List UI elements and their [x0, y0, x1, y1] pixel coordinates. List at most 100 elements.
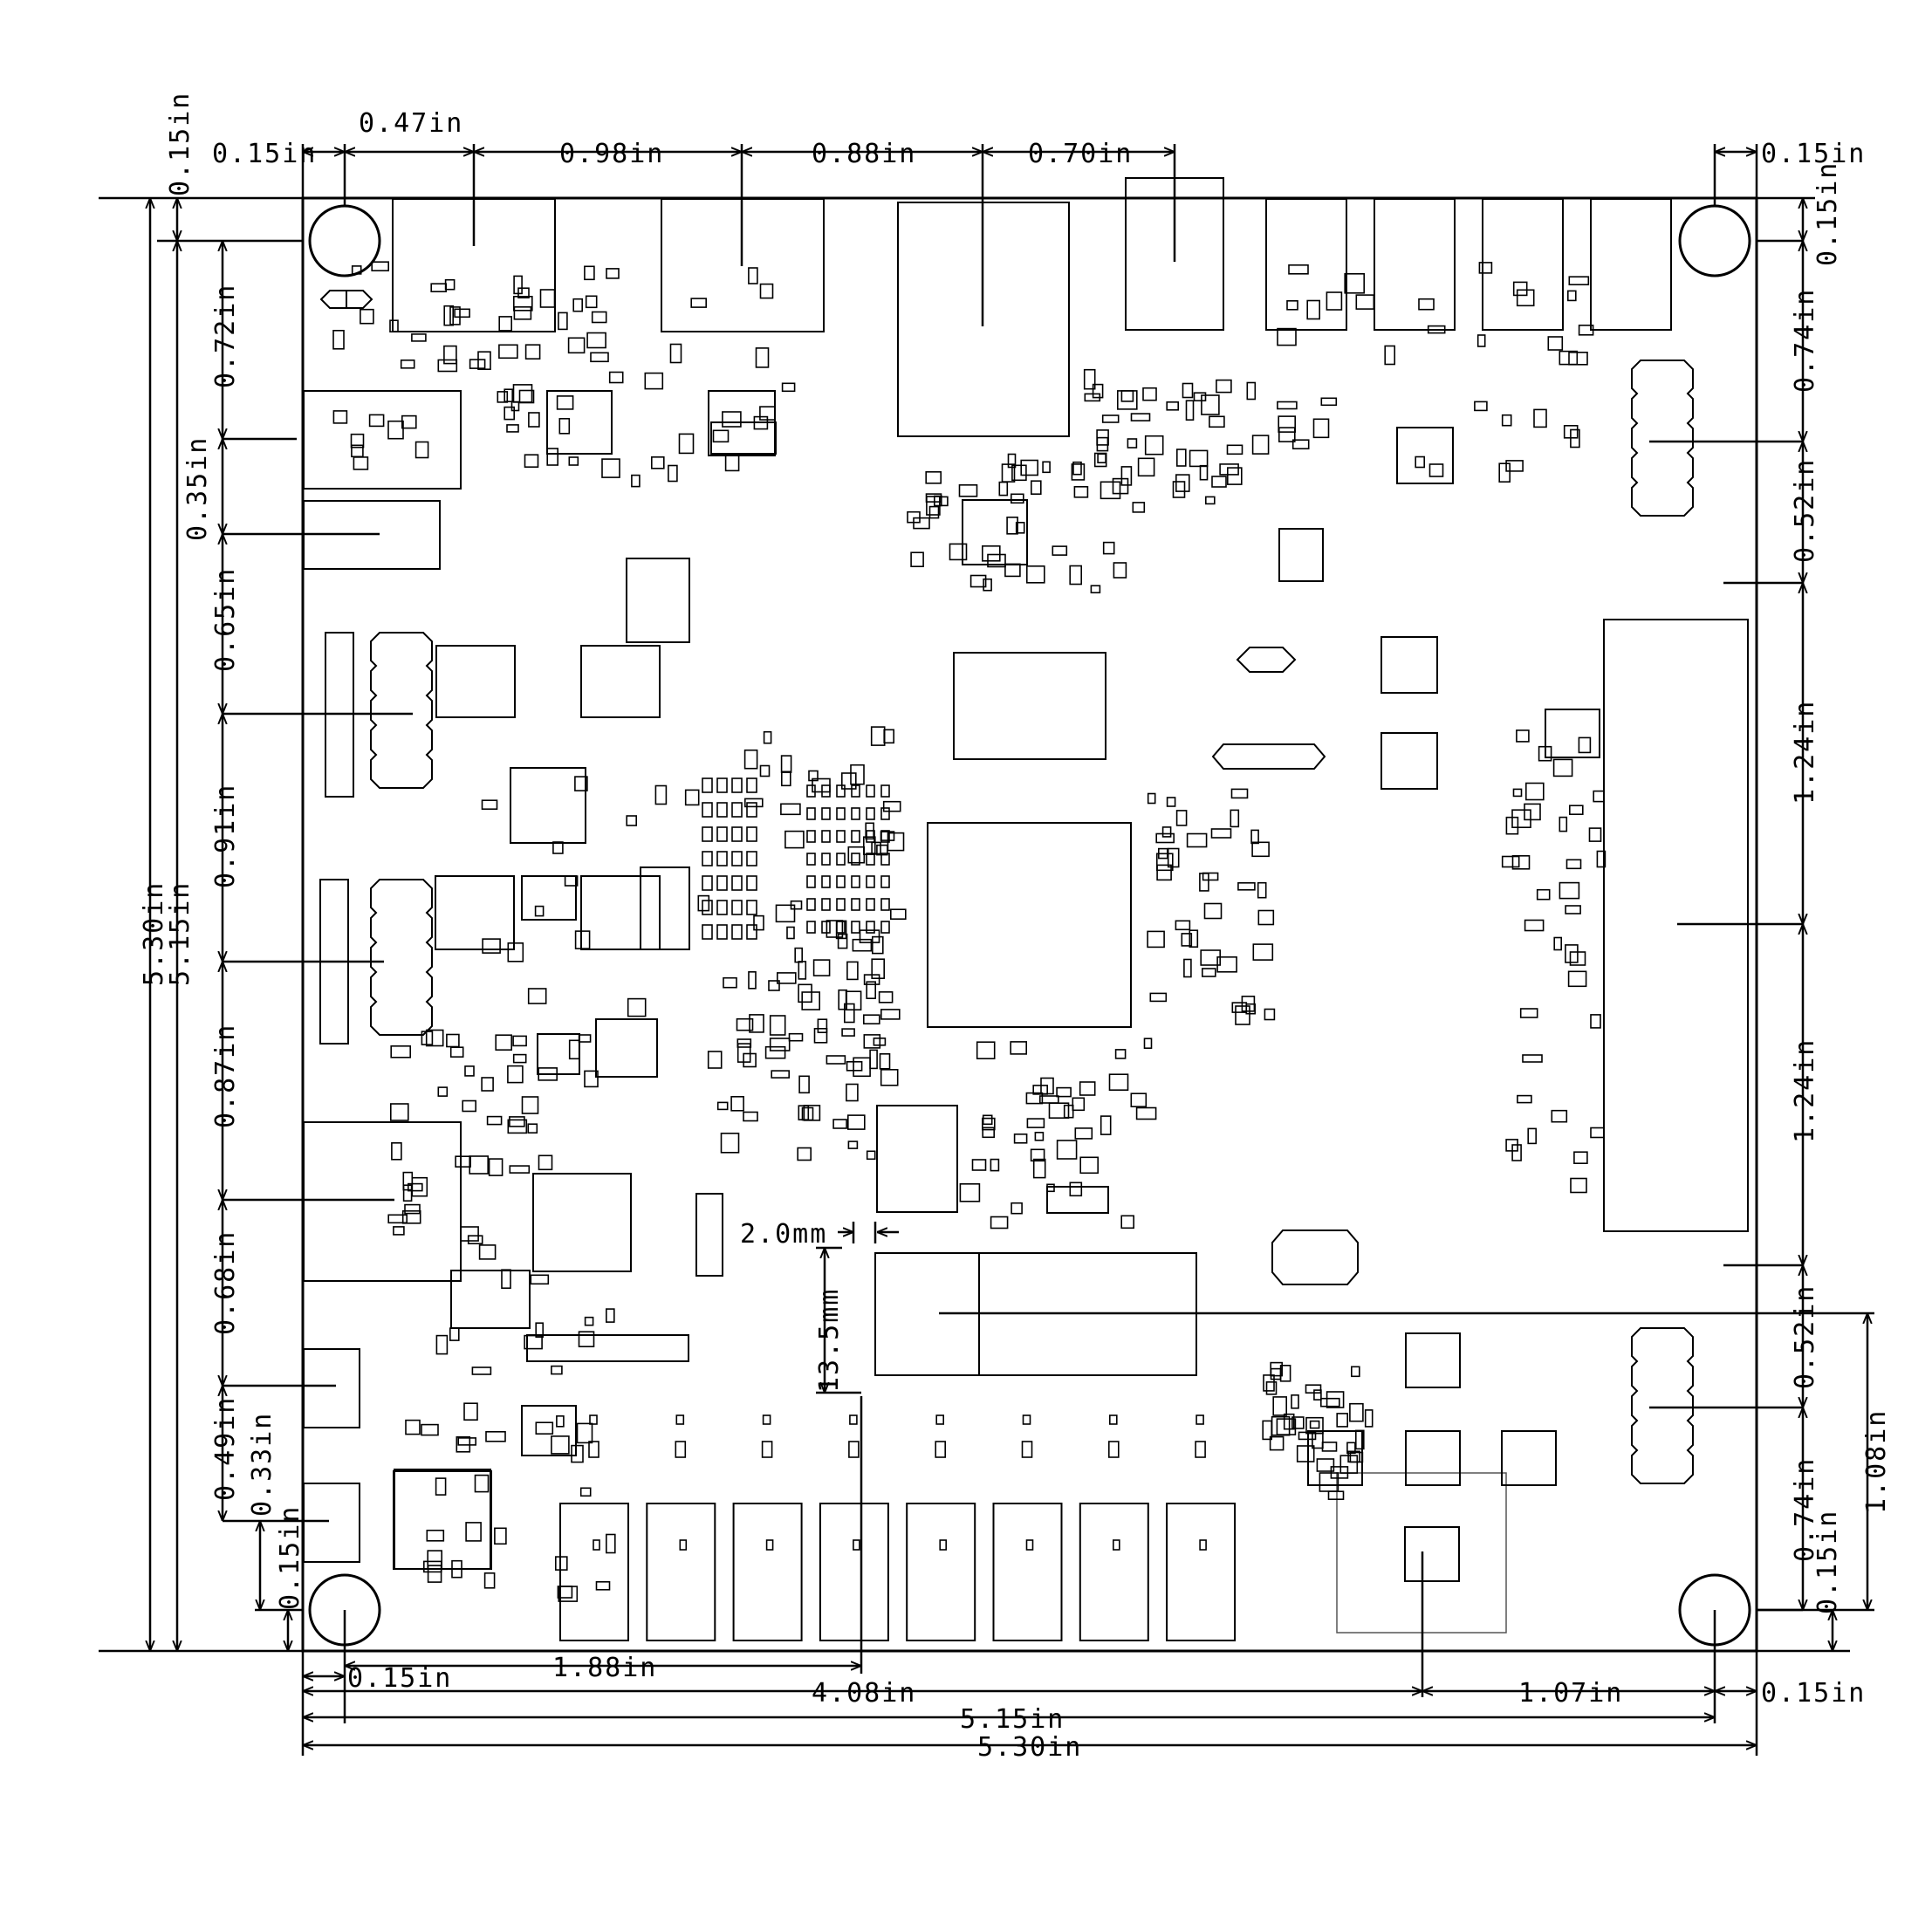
passive-grid-pad — [836, 898, 846, 911]
passive-grid-pad — [836, 921, 846, 934]
smd-pad — [1166, 401, 1179, 411]
smd-pad — [494, 1527, 507, 1545]
ic-block-20 — [435, 645, 516, 718]
bottom-slot — [819, 1503, 889, 1641]
slot-led — [848, 1441, 860, 1458]
smd-pad — [1291, 1416, 1305, 1429]
smd-pad — [454, 308, 470, 318]
smd-pad — [976, 1041, 996, 1059]
smd-pad — [1181, 933, 1193, 947]
smd-pad — [371, 261, 390, 272]
smd-pad — [853, 1057, 871, 1078]
smd-pad — [1120, 390, 1134, 402]
slot-led — [588, 1441, 599, 1458]
smd-pad — [1569, 805, 1584, 816]
smd-pad — [771, 1070, 791, 1079]
smd-pad — [1319, 1472, 1339, 1492]
smd-pad — [527, 1123, 538, 1134]
passive-grid-pad — [866, 898, 875, 911]
smd-pad — [1130, 413, 1151, 421]
slot-pin-mark — [593, 1539, 600, 1551]
smd-pad — [411, 333, 427, 342]
smd-pad — [535, 1322, 545, 1338]
smd-pad — [474, 1474, 490, 1493]
passive-grid-pad — [746, 875, 757, 891]
passive-grid-pad — [821, 853, 831, 866]
dimension-lines — [99, 144, 1874, 1756]
smd-pad — [578, 1034, 592, 1043]
passive-grid-pad — [702, 851, 713, 866]
dim-right-top-margin: 0.15in — [1812, 161, 1843, 266]
passive-grid-pad — [866, 853, 875, 866]
smd-pad — [567, 337, 586, 354]
smd-pad — [1034, 1132, 1045, 1141]
passive-grid-pad — [716, 851, 728, 866]
passive-grid-pad — [731, 826, 743, 842]
smd-pad — [1596, 850, 1607, 868]
smd-pad — [798, 1075, 810, 1094]
smd-pad — [949, 543, 968, 561]
smd-pad — [775, 904, 796, 923]
dim-right-seg-1: 0.74in — [1790, 288, 1820, 393]
smd-pad — [736, 1043, 751, 1063]
smd-pad — [538, 1154, 553, 1171]
smd-pad — [1569, 951, 1586, 966]
smd-pad — [668, 464, 678, 483]
smd-pad — [1230, 809, 1240, 828]
smd-pad — [1172, 481, 1186, 498]
smd-pad — [883, 729, 895, 744]
smd-pad — [1305, 1416, 1324, 1435]
smd-pad — [786, 926, 795, 940]
smd-pad — [1578, 736, 1592, 754]
smd-pad — [1326, 1391, 1345, 1408]
smd-pad — [768, 980, 780, 991]
smd-pad — [1264, 1008, 1276, 1021]
smd-pad — [1144, 435, 1164, 455]
smd-pad — [1527, 1127, 1537, 1145]
smd-pad — [467, 1235, 483, 1244]
passive-grid-pad — [821, 830, 831, 843]
smd-pad — [551, 1365, 563, 1375]
dim-bottom-offset: 1.88in — [552, 1653, 657, 1683]
smd-pad — [939, 496, 949, 507]
smd-pad — [449, 1327, 460, 1341]
smd-pad — [1418, 298, 1435, 311]
dim-bottom-right-margin: 0.15in — [1761, 1678, 1866, 1709]
smd-pad — [1552, 758, 1573, 777]
smd-pad — [469, 1155, 490, 1175]
dim-hole-span-horizontal: 5.15in — [960, 1704, 1065, 1735]
smd-pad — [481, 799, 498, 811]
smd-pad — [1112, 477, 1129, 495]
smd-pad — [1578, 324, 1594, 336]
bottom-slot — [1079, 1503, 1149, 1641]
smd-pad — [840, 772, 857, 790]
smd-pad — [913, 517, 930, 530]
smd-pad — [1257, 909, 1275, 926]
smd-pad — [1046, 1183, 1055, 1193]
slot-pin-mark — [679, 1539, 688, 1551]
smd-pad — [684, 789, 700, 806]
ic-block-10 — [1307, 1430, 1363, 1486]
smd-pad — [736, 1017, 754, 1031]
pin-header-left-2 — [370, 879, 433, 1036]
left-edge-connectors — [303, 390, 462, 1563]
smd-pad — [430, 283, 448, 293]
smd-pad — [451, 1559, 462, 1579]
smd-pad — [509, 1165, 531, 1174]
smd-pad — [513, 275, 523, 295]
smd-pad — [743, 798, 764, 808]
dim-board-width: 5.30in — [977, 1732, 1082, 1763]
ic-block-17 — [510, 767, 586, 844]
smd-pad — [512, 1035, 527, 1047]
smd-pad — [350, 433, 365, 449]
cpu-soc — [927, 822, 1132, 1028]
smd-pad — [1079, 1156, 1099, 1175]
smd-pad — [509, 1116, 525, 1127]
smd-pad — [444, 278, 456, 291]
smd-pad — [1306, 299, 1320, 320]
bottom-slot — [992, 1503, 1063, 1641]
smd-pad — [1364, 1409, 1374, 1428]
passive-grid-pad — [880, 784, 890, 798]
passive-grid-pad — [880, 921, 890, 934]
smd-pad — [998, 481, 1009, 497]
